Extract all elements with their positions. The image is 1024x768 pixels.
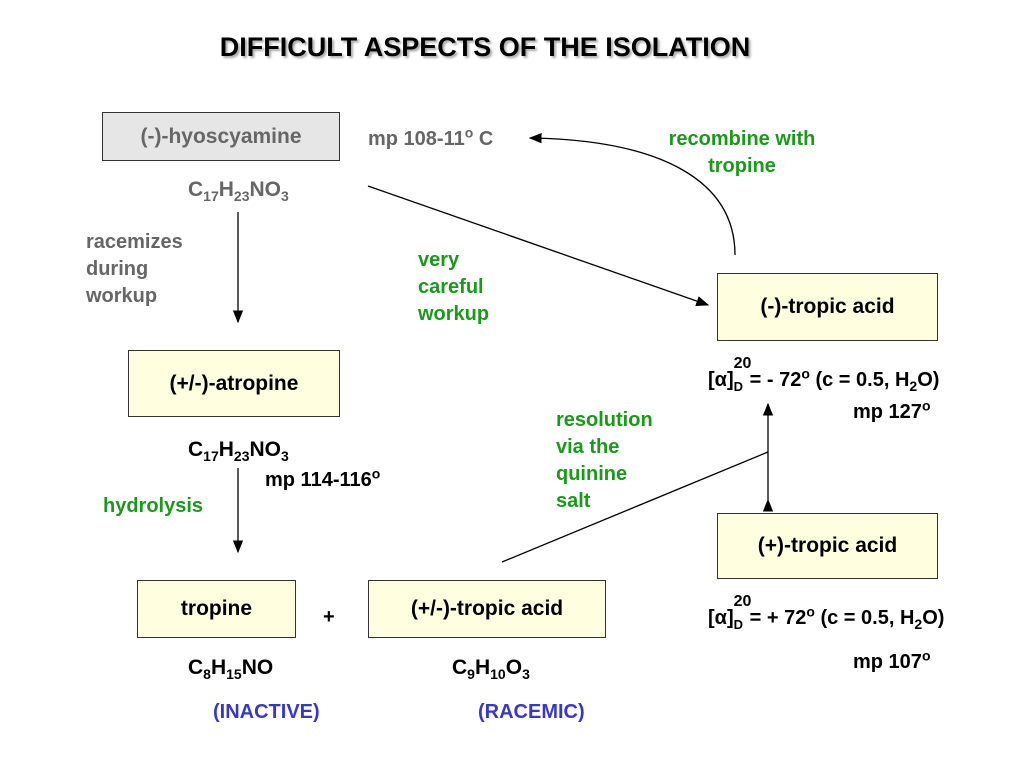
f: 8 xyxy=(203,666,211,683)
line: workup xyxy=(86,285,158,307)
f: 23 xyxy=(233,448,250,465)
t: 20 xyxy=(733,355,752,372)
f: C xyxy=(188,178,204,201)
t: O) xyxy=(922,607,945,629)
tropine-formula: C8H15NO xyxy=(188,654,273,681)
line-resolution xyxy=(501,451,769,563)
t: mp 114-116 xyxy=(265,469,372,491)
hyoscyamine-formula: C17H23NO3 xyxy=(188,176,289,203)
racemic-note: (RACEMIC) xyxy=(478,701,585,723)
atropine-formula: C17H23NO3 xyxy=(188,436,289,463)
t: = - 72 xyxy=(749,369,802,391)
atropine-box: (+/-)-atropine xyxy=(128,350,340,417)
t: 2 xyxy=(909,378,918,394)
f: 15 xyxy=(226,666,242,683)
hyoscyamine-box: (-)-hyoscyamine xyxy=(102,112,340,161)
f: H xyxy=(218,178,234,201)
t: o xyxy=(921,647,931,664)
atropine-mp: mp 114-116o xyxy=(265,465,381,494)
inactive-note: (INACTIVE) xyxy=(213,701,320,723)
f: O xyxy=(505,656,523,679)
t: mp 107 xyxy=(853,651,922,673)
t: [α] xyxy=(708,369,734,391)
hyoscyamine-mp: mp 108-11o C xyxy=(368,124,494,153)
line: racemizes xyxy=(86,231,183,253)
f: 23 xyxy=(233,188,250,205)
f: H xyxy=(210,656,227,679)
line: tropine xyxy=(708,155,776,177)
tropic-acid-formula: C9H10O3 xyxy=(452,654,530,681)
careful-workup-label: very careful workup xyxy=(418,247,489,328)
f: NO xyxy=(249,438,282,461)
resolution-label: resolution via the quinine salt xyxy=(556,407,653,515)
t: (c = 0.5, H xyxy=(814,607,915,629)
t: o xyxy=(806,603,815,620)
f: NO xyxy=(241,656,274,679)
t: D xyxy=(733,379,744,394)
recombine-label: recombine with tropine xyxy=(642,126,842,180)
t: o xyxy=(371,465,381,482)
minus-tropic-mp: mp 127o xyxy=(853,397,931,426)
deg: o xyxy=(464,124,474,141)
t: 2 xyxy=(914,616,923,632)
page-title: DIFFICULT ASPECTS OF THE ISOLATION xyxy=(219,32,751,62)
f: 3 xyxy=(522,666,530,683)
f: H xyxy=(474,656,491,679)
f: 3 xyxy=(281,188,289,205)
t: 20 xyxy=(733,593,752,610)
line: via the xyxy=(556,436,620,458)
f: C xyxy=(188,656,204,679)
plus-tropic-acid-box: (+)-tropic acid xyxy=(717,513,938,579)
mp-unit: C xyxy=(473,128,494,150)
line: very xyxy=(418,249,460,271)
mp-text: mp 108-11 xyxy=(368,128,465,150)
f: C xyxy=(188,438,204,461)
f: 17 xyxy=(203,448,219,465)
t: O) xyxy=(917,369,940,391)
racemic-tropic-acid-box: (+/-)-tropic acid xyxy=(368,580,606,638)
t: o xyxy=(921,397,931,414)
line: salt xyxy=(556,490,591,512)
f: 3 xyxy=(281,448,289,465)
t: [α] xyxy=(708,607,734,629)
f: C xyxy=(452,656,468,679)
tropine-box: tropine xyxy=(137,580,296,638)
line: during xyxy=(86,258,149,280)
f: 10 xyxy=(490,666,506,683)
plus-sign: + xyxy=(323,606,335,628)
f: H xyxy=(218,438,234,461)
arrow-careful-workup xyxy=(367,185,710,307)
racemizes-label: racemizes during workup xyxy=(86,229,183,310)
t: (c = 0.5, H xyxy=(809,369,910,391)
arrow-recombine xyxy=(528,132,736,256)
f: 17 xyxy=(203,188,219,205)
minus-tropic-acid-box: (-)-tropic acid xyxy=(717,273,938,341)
line: quinine xyxy=(556,463,628,485)
t: mp 127 xyxy=(853,401,922,423)
plus-tropic-mp: mp 107o xyxy=(853,647,931,676)
t: o xyxy=(801,365,810,382)
hydrolysis-label: hydrolysis xyxy=(103,495,204,517)
t: = + 72 xyxy=(749,607,807,629)
line: workup xyxy=(418,303,490,325)
f: NO xyxy=(249,178,282,201)
line: resolution xyxy=(556,409,653,431)
t: D xyxy=(733,617,744,632)
f: 9 xyxy=(467,666,475,683)
line: recombine with xyxy=(668,128,816,150)
line: careful xyxy=(418,276,484,298)
